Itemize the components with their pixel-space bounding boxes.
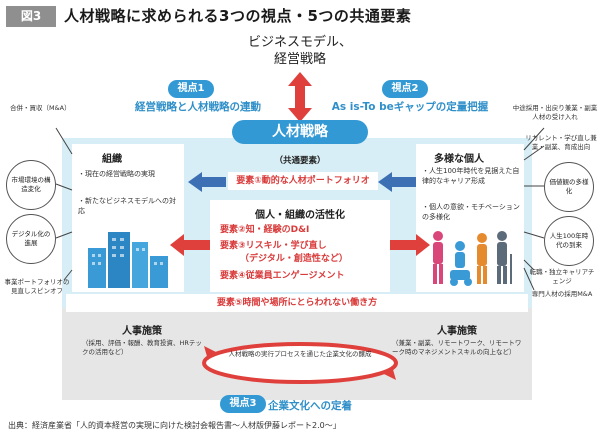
- red-arrow-right: [390, 234, 430, 256]
- activation-box: 個人・組織の活性化 要素②知・経験のD&I 要素③リスキル・学び直し （デジタル…: [210, 200, 390, 292]
- figure-badge: 図3: [6, 6, 56, 27]
- individuals-bullet-1: ・人生100年時代を見据えた自律的なキャリア形成: [422, 167, 520, 185]
- vertical-double-arrow: [288, 72, 312, 122]
- individuals-box: 多様な個人 ・人生100年時代を見据えた自律的なキャリア形成 ・個人の意欲・モチ…: [416, 144, 524, 292]
- viewpoint1-text: 経営戦略と人材戦略の連動: [135, 101, 261, 113]
- hr-measures-left: 人事施策 （採用、評価・報酬、教育投資、HRテックの活用など）: [82, 322, 202, 357]
- right-note-midcareer: 中途採用・出戻り兼業・副業人材の受け入れ: [512, 104, 598, 121]
- viewpoint3-badge: 視点3: [220, 395, 266, 413]
- source-note: 出典：経済産業省「人的資本経営の実現に向けた検討会報告書～人材版伊藤レポート2.…: [8, 421, 341, 430]
- left-circle-market: 市場環境の構造変化: [6, 160, 56, 210]
- left-circle-digital: デジタル化の進展: [6, 214, 56, 264]
- red-arrow-left: [170, 234, 210, 256]
- element3-sub: （デジタル・創造性など）: [240, 254, 348, 264]
- business-model-label: ビジネスモデル、 経営戦略: [200, 34, 400, 68]
- culture-text: 人材戦略の実行プロセスを通じた企業文化の醸成: [228, 350, 372, 358]
- business-model-line2: 経営戦略: [273, 52, 326, 67]
- left-note-mna: 合併・買収（M&A）: [10, 104, 71, 112]
- individuals-bullet-2: ・個人の意欲・モチベーションの多様化: [422, 203, 520, 221]
- element4-label: 要素④従業員エンゲージメント: [220, 271, 345, 281]
- element5-box: 要素⑤時間や場所にとらわれない働き方: [66, 294, 528, 312]
- element1-label: 要素①動的な人材ポートフォリオ: [236, 176, 370, 186]
- hr-measures-left-title: 人事施策: [122, 326, 162, 337]
- hr-measures-right-title: 人事施策: [437, 326, 477, 337]
- organization-title: 組織: [102, 154, 122, 165]
- hr-strategy-pill: 人材戦略: [232, 120, 368, 144]
- people-icon: [433, 231, 512, 286]
- right-circle-100years-text: 人生100年時代の到来: [549, 232, 589, 249]
- element1-box: 要素①動的な人材ポートフォリオ: [228, 172, 378, 190]
- viewpoint2-text: As is-To beギャップの定量把握: [331, 101, 489, 113]
- right-note-jobchange: 転職・独立キャリアチェンジ: [529, 268, 595, 285]
- hr-measures-right: 人事施策 （兼業・副業、リモートワーク、リモートワーク時のマネジメントスキルの向…: [392, 322, 522, 357]
- right-circle-100years: 人生100年時代の到来: [544, 216, 594, 266]
- business-model-line1: ビジネスモデル、: [247, 35, 352, 50]
- element3-label: 要素③リスキル・学び直し: [220, 241, 327, 251]
- right-note-specialists: 専門人材の採用M&A: [531, 290, 593, 298]
- element2-label: 要素②知・経験のD&I: [220, 225, 310, 235]
- organization-bullet-2: ・新たなビジネスモデルへの対応: [78, 197, 176, 215]
- right-note-recurrent: リカレント・学び直し兼業・副業、育成出向: [525, 134, 597, 151]
- viewpoint2-badge: 視点2: [382, 80, 428, 98]
- hr-measures-right-text: （兼業・副業、リモートワーク、リモートワーク時のマネジメントスキルの向上など）: [392, 339, 522, 356]
- culture-cycle-arrow: [202, 342, 398, 384]
- right-circle-values: 価値観の多様化: [544, 162, 594, 212]
- individuals-title: 多様な個人: [434, 154, 484, 165]
- organization-bullet-1: ・現在の経営戦略の実現: [78, 170, 155, 178]
- left-circle-market-text: 市場環境の構造変化: [11, 176, 51, 193]
- common-elements-label: （共通要素）: [274, 156, 326, 166]
- activation-title: 個人・組織の活性化: [255, 210, 345, 221]
- figure-title: 人材戦略に求められる3つの視点・5つの共通要素: [64, 7, 412, 25]
- right-connector-lines: [523, 127, 545, 290]
- right-circle-values-text: 価値観の多様化: [549, 178, 589, 195]
- left-connector-lines: [55, 127, 73, 281]
- viewpoint3-text: 企業文化への定着: [268, 400, 352, 412]
- left-circle-digital-text: デジタル化の進展: [11, 230, 51, 247]
- left-note-portfolio: 事業ポートフォリオの見直しスピンオフ: [4, 278, 70, 295]
- hr-measures-left-text: （採用、評価・報酬、教育投資、HRテックの活用など）: [82, 339, 202, 356]
- element5-label: 要素⑤時間や場所にとらわれない働き方: [216, 298, 378, 308]
- blue-arrow-left: [188, 172, 226, 192]
- blue-arrow-left-2: [378, 172, 416, 192]
- viewpoint1-badge: 視点1: [168, 80, 214, 98]
- organization-box: 組織 ・現在の経営戦略の実現 ・新たなビジネスモデルへの対応: [72, 144, 184, 292]
- buildings-icon: [88, 232, 168, 288]
